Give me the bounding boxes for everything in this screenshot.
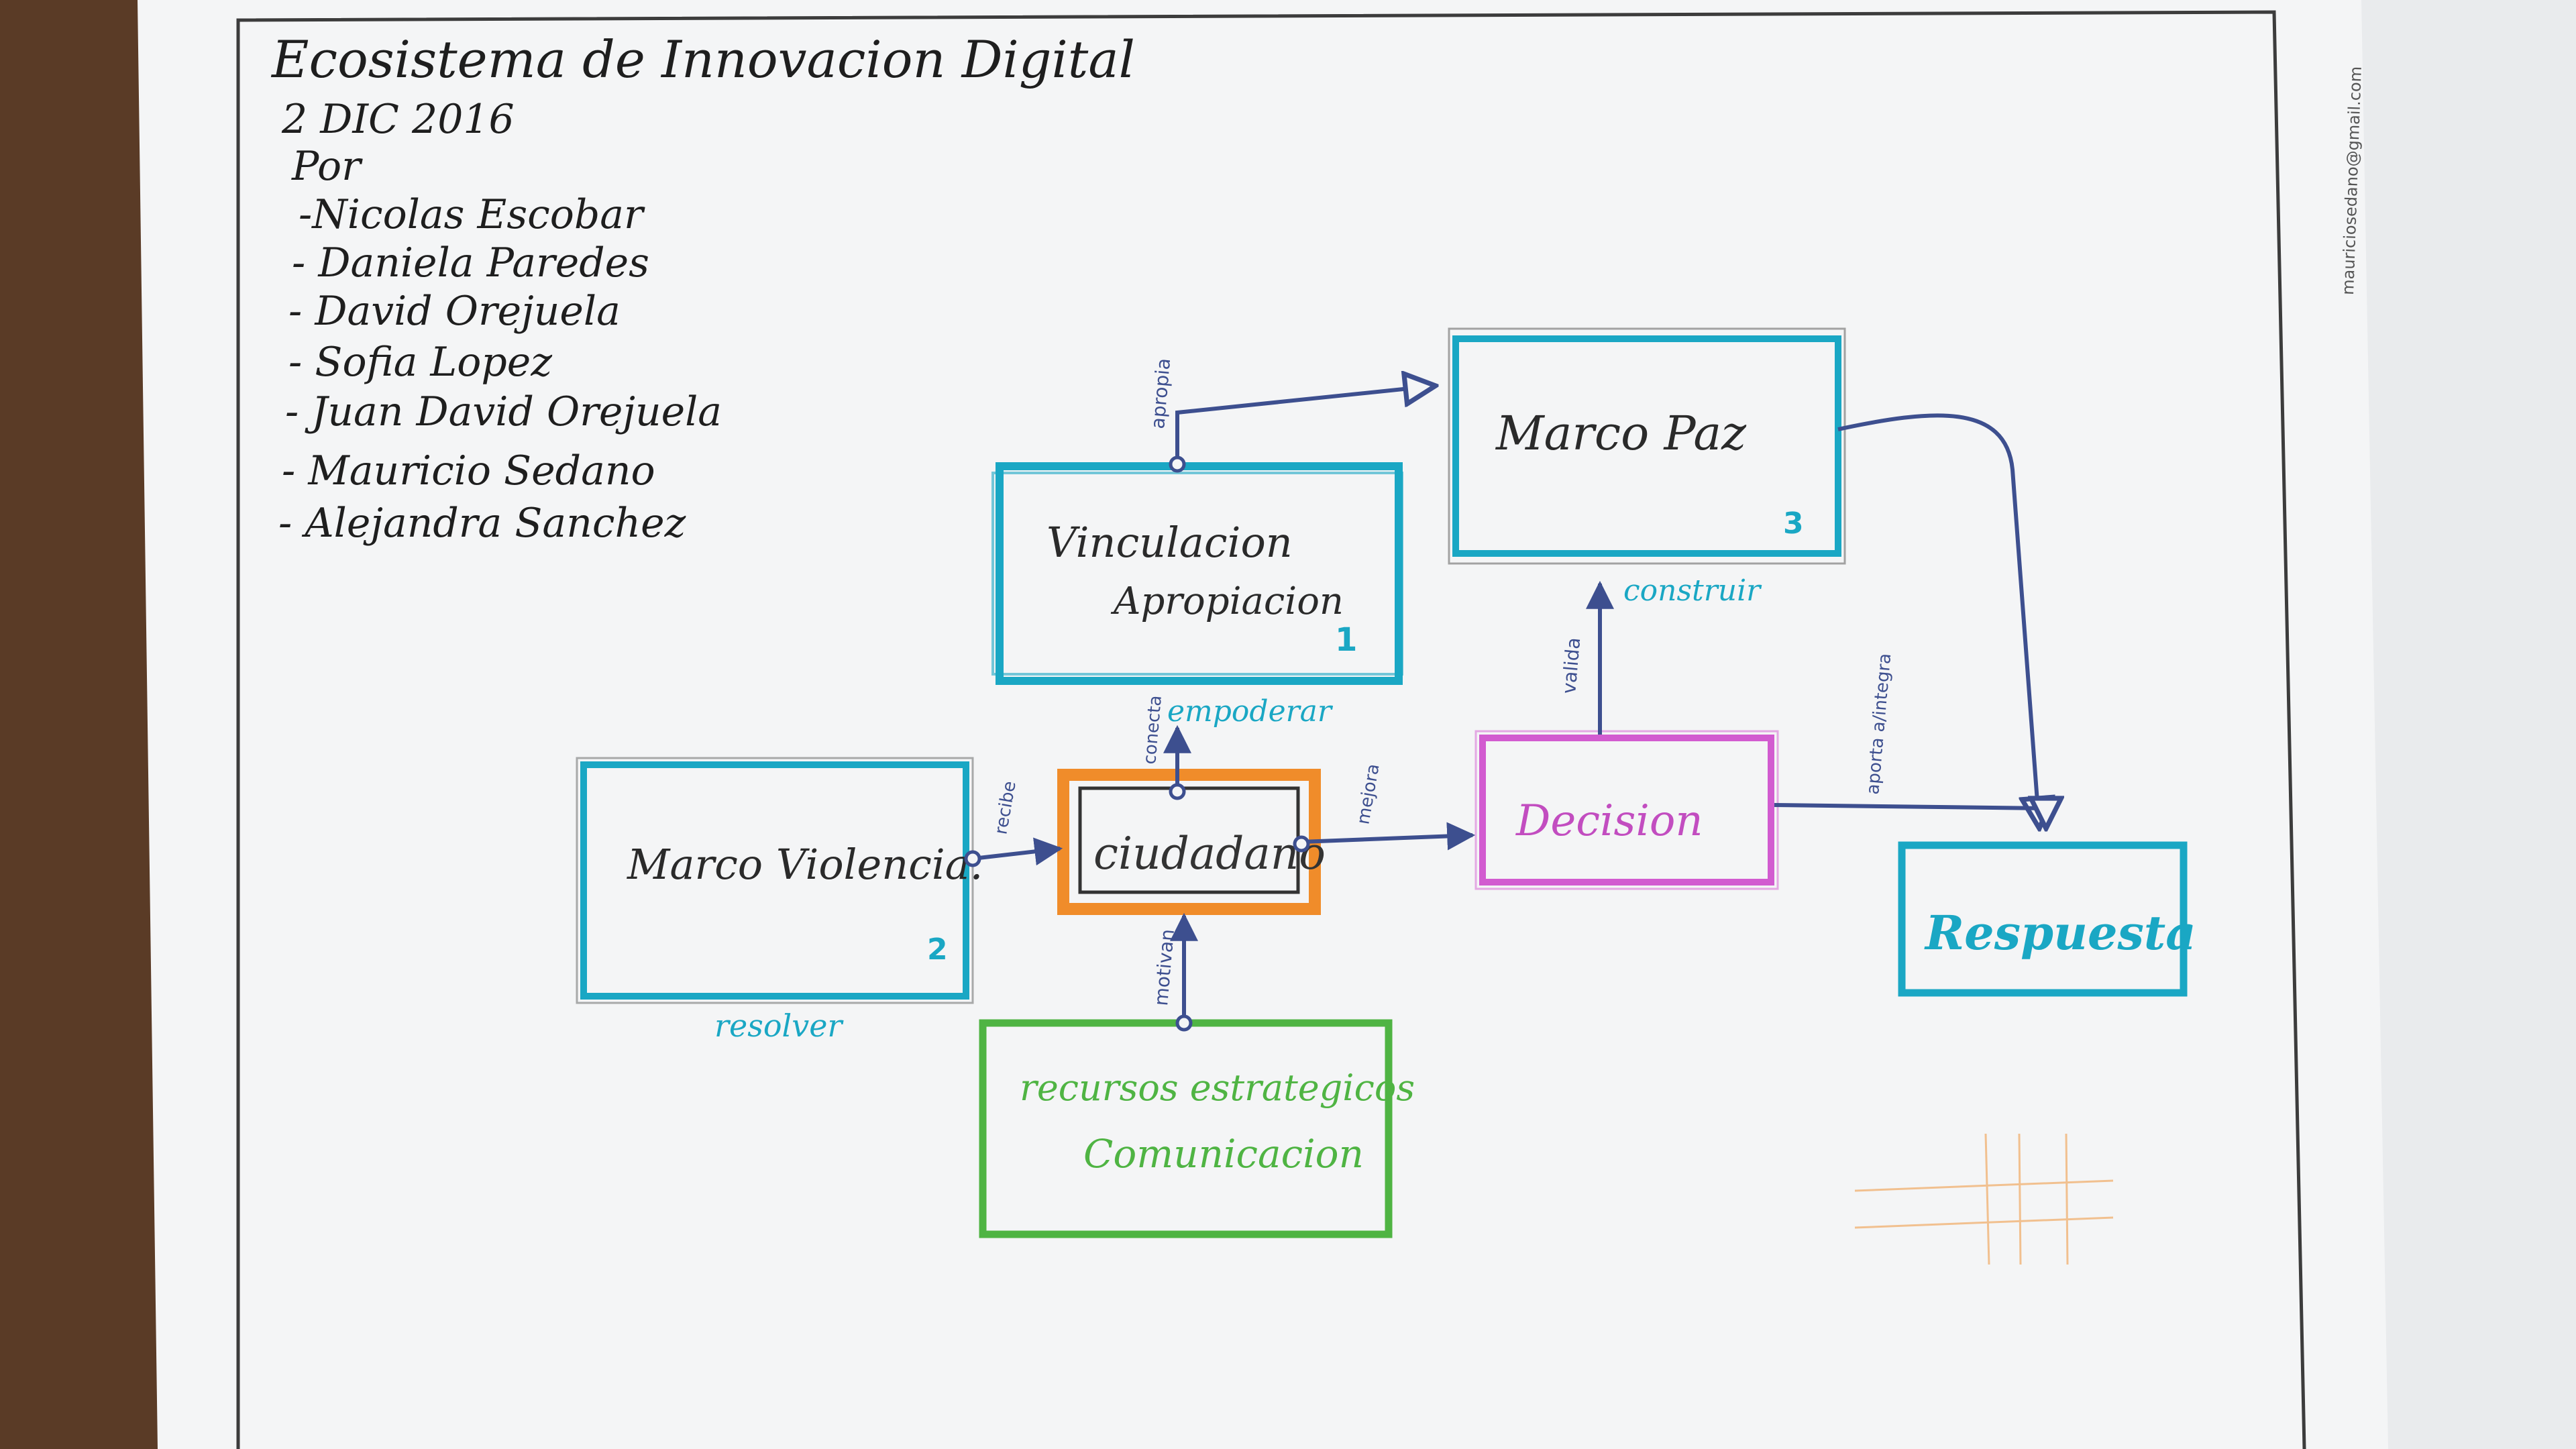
node-decision: Decision — [1474, 730, 1779, 890]
node-marco-paz-label: Marco Paz — [1495, 406, 1747, 461]
frame-border — [236, 10, 2306, 1449]
author: - Juan David Orejuela — [285, 388, 722, 435]
node-recursos-line1: recursos estrategicos — [1020, 1067, 1415, 1109]
node-respuesta-label: Respuesta — [1924, 905, 2196, 961]
node-marco-violencia-box — [580, 761, 969, 1000]
node-recursos-line2: Comunicacion — [1083, 1131, 1364, 1177]
node-marco-paz-box — [1452, 335, 1841, 557]
edge-line — [1837, 413, 2039, 828]
node-vinculacion: Vinculacion Apropiacion 1 — [991, 462, 1403, 685]
edge-origin-dot — [1293, 835, 1310, 853]
edge-origin-dot — [1169, 783, 1186, 800]
author: - Daniela Paredes — [292, 239, 649, 286]
edge-line — [1301, 822, 1476, 851]
edge-decision-to-marco-paz: valida construir — [1558, 574, 1762, 735]
edge-origin-dot — [1169, 455, 1186, 473]
author: - Mauricio Sedano — [282, 447, 655, 494]
node-vinculacion-number: 1 — [1335, 621, 1357, 659]
sketch-line — [2065, 1133, 2069, 1265]
node-vinculacion-box-sketch — [991, 472, 1403, 676]
edge-label-resolver: resolver — [714, 1008, 844, 1044]
edge-marco-violencia-to-ciudadano: recibe resolver — [714, 780, 1063, 1044]
node-vinculacion-line2: Apropiacion — [1110, 580, 1344, 623]
edge-origin-dot — [1175, 1014, 1193, 1032]
title: Ecosistema de Innovacion Digital — [270, 30, 1135, 89]
edge-line — [1774, 805, 2046, 828]
edge-line — [1175, 386, 1436, 464]
node-marco-paz: Marco Paz 3 — [1448, 327, 1846, 565]
edge-origin-dot — [964, 850, 981, 867]
node-marco-violencia-number: 2 — [927, 932, 948, 967]
node-decision-box — [1479, 735, 1774, 885]
sketch-line — [1854, 1216, 2114, 1229]
node-decision-box-sketch — [1474, 730, 1779, 890]
paper-sheet — [138, 0, 2388, 1449]
faint-sketch — [1854, 1133, 2114, 1265]
sketch-line — [1854, 1179, 2114, 1192]
node-vinculacion-line1: Vinculacion — [1046, 518, 1293, 567]
node-decision-label: Decision — [1515, 796, 1703, 846]
edge-label-valida: valida — [1558, 637, 1585, 695]
date: 2 DIC 2016 — [281, 96, 515, 143]
edge-label-construir: construir — [1623, 574, 1762, 608]
author: - David Orejuela — [288, 288, 621, 335]
edge-line — [972, 837, 1063, 866]
author: - Alejandra Sanchez — [278, 500, 686, 547]
sketch-line — [1984, 1133, 1990, 1265]
node-marco-paz-number: 3 — [1783, 506, 1804, 541]
edge-label-empoderar: empoderar — [1167, 694, 1334, 729]
author: -Nicolas Escobar — [299, 191, 645, 238]
author: - Sofia Lopez — [288, 339, 552, 386]
header-block: Ecosistema de Innovacion Digital 2 DIC 2… — [270, 30, 1135, 547]
node-marco-violencia-box-sketch — [576, 757, 974, 1004]
node-marco-violencia: Marco Violencia. 2 — [576, 757, 983, 1004]
node-marco-violencia-label: Marco Violencia. — [627, 840, 983, 889]
sketch-line — [2018, 1133, 2022, 1265]
edge-marco-paz-to-respuesta — [1837, 413, 2039, 828]
node-ciudadano-label: ciudadano — [1093, 828, 1326, 879]
node-respuesta: Respuesta — [1898, 841, 2196, 997]
node-vinculacion-box — [996, 462, 1403, 685]
node-marco-paz-box-sketch — [1448, 327, 1846, 565]
by-label: Por — [291, 143, 363, 190]
node-respuesta-box — [1898, 841, 2188, 997]
